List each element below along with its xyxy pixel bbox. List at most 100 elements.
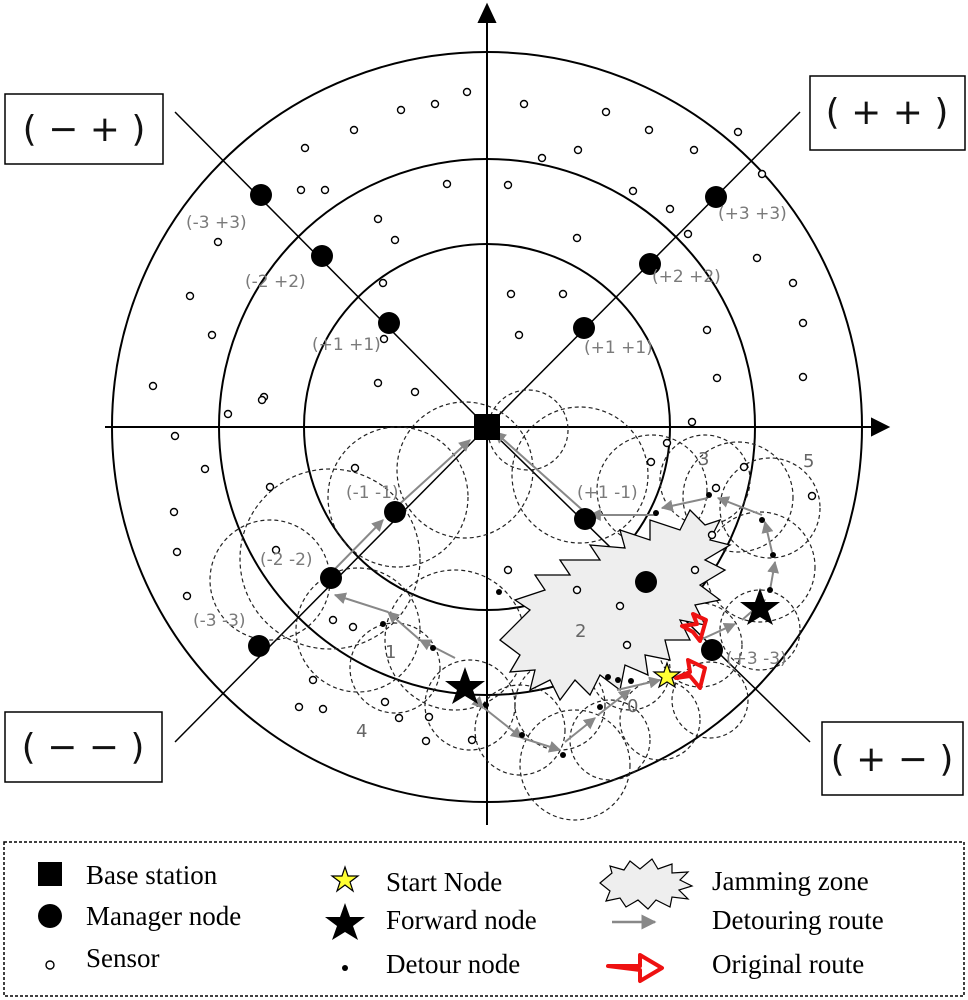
route-number: 1 xyxy=(385,642,396,663)
manager-node xyxy=(705,186,727,208)
sensor xyxy=(318,704,328,714)
base-station xyxy=(474,414,500,440)
sensor xyxy=(308,675,318,685)
original-route-arrow-1 xyxy=(674,658,707,690)
manager-node-icon xyxy=(38,904,62,928)
forward-node-icon xyxy=(325,903,365,940)
sensor xyxy=(733,127,743,137)
detour-arrow xyxy=(616,676,662,691)
sensor xyxy=(467,735,477,745)
legend-jamming-zone: Jamming zone xyxy=(599,858,869,910)
sensor xyxy=(573,145,583,155)
sensor xyxy=(752,253,762,263)
sensor xyxy=(665,204,675,214)
detour-arrow xyxy=(494,431,589,516)
sensor xyxy=(182,591,192,601)
legend-forward-node-label: Forward node xyxy=(386,905,537,935)
legend-detour-node: Detour node xyxy=(342,949,520,979)
sensor xyxy=(514,330,524,340)
legend-sensor: Sensor xyxy=(45,943,160,973)
manager-label: (-3 +3) xyxy=(186,213,247,233)
detour-node xyxy=(519,732,525,738)
sensor xyxy=(373,378,383,388)
detour-arrow xyxy=(392,439,471,511)
sensor xyxy=(396,105,406,115)
manager-label: (+3 +3) xyxy=(718,204,787,224)
sensor xyxy=(207,330,217,340)
sensor xyxy=(503,565,513,575)
legend-original-route-label: Original route xyxy=(712,949,864,979)
sensor xyxy=(462,87,472,97)
sensor xyxy=(410,387,420,397)
quadrant-pos-neg-label: ( + − ) xyxy=(831,739,954,780)
sensor xyxy=(622,640,632,650)
route-number: 3 xyxy=(698,449,709,470)
radio-range-circle xyxy=(239,468,421,650)
sensor xyxy=(646,457,656,467)
route-number: 2 xyxy=(575,621,586,642)
sensor xyxy=(712,373,722,383)
quadrant-pos-pos-label: ( + + ) xyxy=(826,92,949,133)
sensor xyxy=(424,712,434,722)
sensor xyxy=(711,483,721,493)
sensor xyxy=(628,186,638,196)
manager-label: (+1 +1) xyxy=(584,338,653,358)
manager-label: (+3 -3) xyxy=(726,649,787,669)
legend-detour-node-label: Detour node xyxy=(386,949,520,979)
detour-arrow xyxy=(761,520,774,553)
sensor xyxy=(739,462,749,472)
radio-range-circle xyxy=(327,426,469,568)
sensor xyxy=(300,143,310,153)
radio-range-circle xyxy=(589,629,671,711)
radio-range-circle xyxy=(719,589,801,671)
sensor xyxy=(265,482,275,492)
sensor xyxy=(172,547,182,557)
diagonal-nw xyxy=(174,111,488,428)
x-axis-arrowhead xyxy=(871,417,891,437)
detour-node xyxy=(653,510,659,516)
detour-nodes xyxy=(380,492,776,758)
manager-node xyxy=(250,184,272,206)
sensor xyxy=(687,417,697,427)
detour-node xyxy=(430,645,436,651)
detour-node xyxy=(560,752,566,758)
radio-range-circle xyxy=(569,699,651,781)
legend-sensor-label: Sensor xyxy=(86,943,160,973)
detour-node xyxy=(770,552,776,558)
legend-original-route: Original route xyxy=(606,949,864,983)
forward-node-1 xyxy=(445,667,485,704)
manager-label: (+1 +1) xyxy=(312,335,381,355)
sensor xyxy=(348,622,358,632)
manager-node xyxy=(248,635,270,657)
quadrant-neg-pos: ( − + ) xyxy=(4,93,164,165)
legend: Base station Manager node Sensor Start N… xyxy=(3,841,965,997)
sensor xyxy=(798,318,808,328)
detour-arrow xyxy=(483,707,523,739)
detour-arrow xyxy=(660,497,709,512)
detour-arrow xyxy=(699,623,737,641)
sensor xyxy=(296,185,306,195)
route-numbers: 1 2 3 4 5 0 xyxy=(356,449,814,742)
detour-node xyxy=(628,678,634,684)
detour-node-icon xyxy=(342,965,348,971)
sensor xyxy=(349,125,359,135)
manager-label: (-1 -1) xyxy=(346,483,399,503)
route-number: 5 xyxy=(803,451,814,472)
quadrant-neg-neg: ( − − ) xyxy=(4,711,163,783)
legend-start-node: Start Node xyxy=(330,865,502,897)
legend-manager-node-label: Manager node xyxy=(86,901,241,931)
start-node-icon xyxy=(330,865,360,893)
quadrant-pos-neg: ( + − ) xyxy=(821,721,964,796)
radio-range-circle xyxy=(671,661,749,739)
route-number: 0 xyxy=(627,696,638,717)
detour-node xyxy=(483,702,489,708)
sensor xyxy=(572,233,582,243)
original-route-arrow-2 xyxy=(680,612,708,643)
manager-node xyxy=(311,245,333,267)
detour-node xyxy=(496,589,502,595)
manager-node xyxy=(378,312,400,334)
detour-arrow xyxy=(716,496,763,516)
original-route xyxy=(674,612,708,690)
radio-range-circle xyxy=(511,406,649,544)
original-route-icon xyxy=(606,953,664,983)
